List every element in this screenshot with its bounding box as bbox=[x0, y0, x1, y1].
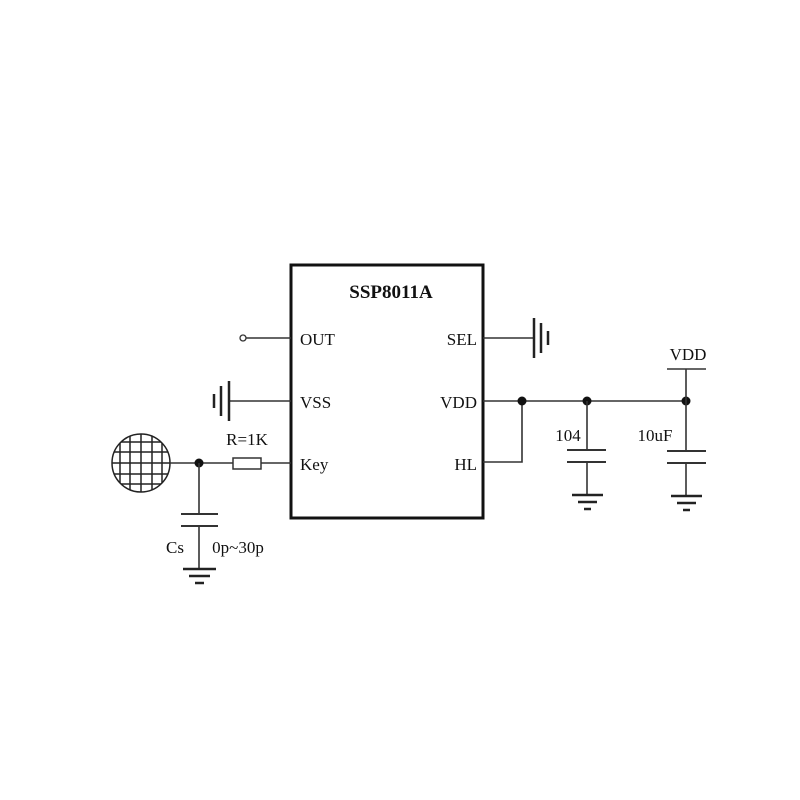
cs-label: Cs bbox=[166, 538, 184, 557]
output-terminal-icon bbox=[239, 334, 247, 342]
pin-vdd-label: VDD bbox=[440, 393, 477, 412]
pin-hl-label: HL bbox=[454, 455, 477, 474]
pin-key-label: Key bbox=[300, 455, 329, 474]
junction-dot bbox=[517, 396, 527, 406]
sel-ground-icon bbox=[483, 318, 550, 358]
pin-vss-label: VSS bbox=[300, 393, 331, 412]
pin-out-label: OUT bbox=[300, 330, 336, 349]
ground-icon bbox=[183, 567, 216, 585]
cs-range-label: 0p~30p bbox=[212, 538, 264, 557]
pin-sel-label: SEL bbox=[447, 330, 477, 349]
vdd-supply-label: VDD bbox=[670, 345, 707, 364]
ground-icon bbox=[572, 493, 603, 511]
cap-104-label: 104 bbox=[555, 426, 581, 445]
ground-icon bbox=[671, 494, 702, 512]
hl-wire bbox=[483, 401, 523, 463]
sensor-capacitor-icon bbox=[181, 463, 218, 569]
resistor-label: R=1K bbox=[226, 430, 268, 449]
bulk-capacitor-icon bbox=[667, 369, 706, 496]
ic-body bbox=[289, 263, 485, 520]
out-wire bbox=[239, 334, 291, 342]
vss-ground-icon bbox=[212, 381, 291, 421]
resistor-icon bbox=[232, 457, 262, 470]
decoupling-capacitor-icon bbox=[567, 401, 606, 495]
touch-sensor-icon bbox=[111, 433, 171, 493]
cap-10uf-label: 10uF bbox=[638, 426, 673, 445]
ic-name: SSP8011A bbox=[349, 282, 433, 303]
